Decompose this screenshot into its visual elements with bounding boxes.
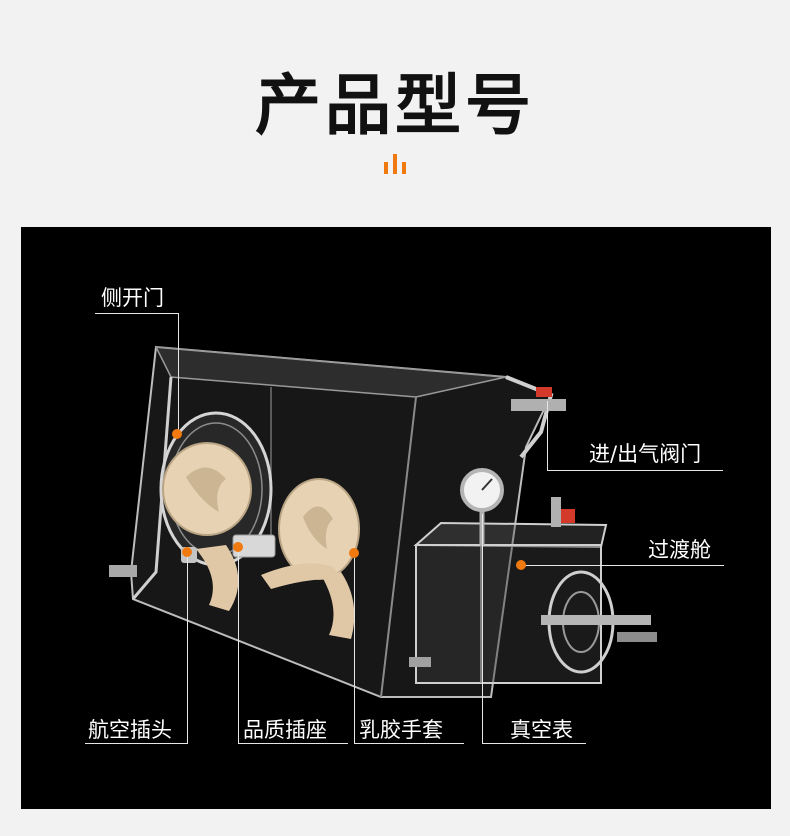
label-aviation-plug: 航空插头: [88, 718, 172, 742]
leader-valve-v: [547, 401, 548, 471]
leader-vacuum-gauge-v: [482, 514, 483, 743]
leader-quality-socket-h: [238, 743, 348, 744]
leader-side-door-v: [178, 313, 179, 433]
leader-valve-h: [547, 470, 723, 471]
label-side-door: 侧开门: [101, 286, 164, 310]
leader-latex-gloves-v: [354, 557, 355, 743]
leader-side-door-h: [95, 313, 179, 314]
page-title: 产品型号: [255, 67, 535, 144]
label-valve: 进/出气阀门: [589, 442, 702, 466]
label-transfer: 过渡舱: [648, 538, 711, 562]
leader-quality-socket-v: [238, 549, 239, 743]
leader-vacuum-gauge-h: [482, 743, 586, 744]
product-panel: 侧开门 进/出气阀门 过渡舱 航空插头 品质插座 乳胶手套 真空表: [21, 227, 771, 809]
leader-aviation-plug-h: [85, 743, 188, 744]
marker-side-door: [172, 429, 182, 439]
label-quality-socket: 品质插座: [243, 718, 327, 742]
glovebox-illustration: [109, 345, 657, 698]
label-vacuum-gauge: 真空表: [510, 718, 573, 742]
marker-aviation-plug: [182, 547, 192, 557]
leader-transfer-h: [520, 565, 724, 566]
leader-latex-gloves-h: [354, 743, 464, 744]
marker-latex-gloves: [349, 548, 359, 558]
marker-transfer: [516, 560, 526, 570]
title-accent-icon: [384, 154, 406, 174]
label-latex-gloves: 乳胶手套: [359, 718, 443, 742]
marker-quality-socket: [233, 542, 243, 552]
leader-aviation-plug-v: [187, 555, 188, 743]
